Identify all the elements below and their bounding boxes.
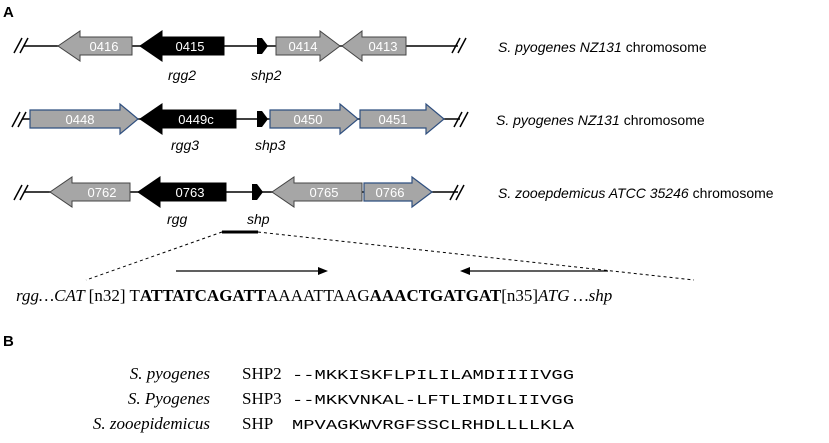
peptide-alignment: S. pyogenes SHP2 --MKKISKFLPILILAMDIIIIV… <box>93 364 575 434</box>
locus-row-2: 0448 0449c 0450 0451 rgg3 shp3 S. pyogen… <box>11 102 705 153</box>
panel-b-label: B <box>3 333 14 350</box>
break-mark-right <box>451 37 467 54</box>
alignment-species: S. Pyogenes <box>128 389 211 408</box>
gene-name-rgg3: rgg3 <box>171 137 199 153</box>
gene-arrow-shp <box>252 184 263 200</box>
alignment-sequence: --MKKISKFLPILILAMDIIIIVGG <box>292 368 574 384</box>
gene-arrow-0413 <box>341 30 407 62</box>
alignment-peptide: SHP2 <box>242 364 282 383</box>
alignment-peptide: SHP3 <box>242 389 282 408</box>
gene-label-0413: 0413 <box>369 39 398 54</box>
alignment-species: S. zooepidemicus <box>93 414 210 433</box>
break-mark-left <box>13 37 29 54</box>
gene-arrow-shp2 <box>257 38 268 54</box>
gene-label-0763: 0763 <box>176 185 205 200</box>
gene-arrow-0762 <box>49 176 131 208</box>
gene-arrow-0451 <box>359 102 445 136</box>
break-mark-right <box>449 184 465 201</box>
gene-label-0415: 0415 <box>176 39 205 54</box>
alignment-species: S. pyogenes <box>130 364 211 383</box>
break-mark-left <box>11 111 27 128</box>
inverted-repeat-arrows <box>176 267 608 275</box>
zoom-indicator <box>85 230 695 281</box>
gene-arrow-0416 <box>57 30 133 62</box>
gene-arrow-0766 <box>363 175 433 209</box>
gene-arrow-0449c <box>139 103 237 135</box>
gene-label-0416: 0416 <box>90 39 119 54</box>
gene-label-0448: 0448 <box>66 112 95 127</box>
gene-arrow-0763 <box>137 176 227 208</box>
gene-label-0766: 0766 <box>376 185 405 200</box>
alignment-sequence: --MKKVNKAL-LFTLIMDILIIVGG <box>292 393 574 409</box>
gene-name-rgg: rgg <box>167 211 187 227</box>
gene-arrow-0414 <box>275 30 341 62</box>
panel-a-label: A <box>3 4 14 21</box>
break-mark-left <box>13 184 29 201</box>
gene-name-shp3: shp3 <box>255 137 286 153</box>
gene-label-0765: 0765 <box>310 185 339 200</box>
break-mark-right <box>453 111 469 128</box>
gene-arrow-0765 <box>271 176 363 208</box>
alignment-peptide: SHP <box>242 414 273 433</box>
gene-name-shp2: shp2 <box>251 67 282 83</box>
gene-label-0414: 0414 <box>289 39 318 54</box>
gene-arrow-shp3 <box>257 111 268 127</box>
gene-arrow-0448 <box>29 102 139 136</box>
gene-label-0762: 0762 <box>88 185 117 200</box>
gene-label-0450: 0450 <box>294 112 323 127</box>
gene-arrow-0450 <box>269 102 359 136</box>
locus-row-3: 0762 0763 0765 0766 rgg shp S. zooepdemi… <box>13 175 774 227</box>
alignment-sequence: MPVAGKWVRGFSSCLRHDLLLLKLA <box>292 418 575 434</box>
gene-name-rgg2: rgg2 <box>168 67 196 83</box>
gene-name-shp: shp <box>247 211 270 227</box>
gene-label-0451: 0451 <box>379 112 408 127</box>
gene-label-0449c: 0449c <box>178 112 214 127</box>
gene-arrow-0415 <box>139 30 225 62</box>
promoter-sequence: rgg…CAT[n32]TATTATCAGATTAAAATTAAGAAACTGA… <box>16 286 612 305</box>
locus-row-1: 0416 0415 0414 0413 rgg2 shp2 S. pyogene… <box>13 30 707 83</box>
